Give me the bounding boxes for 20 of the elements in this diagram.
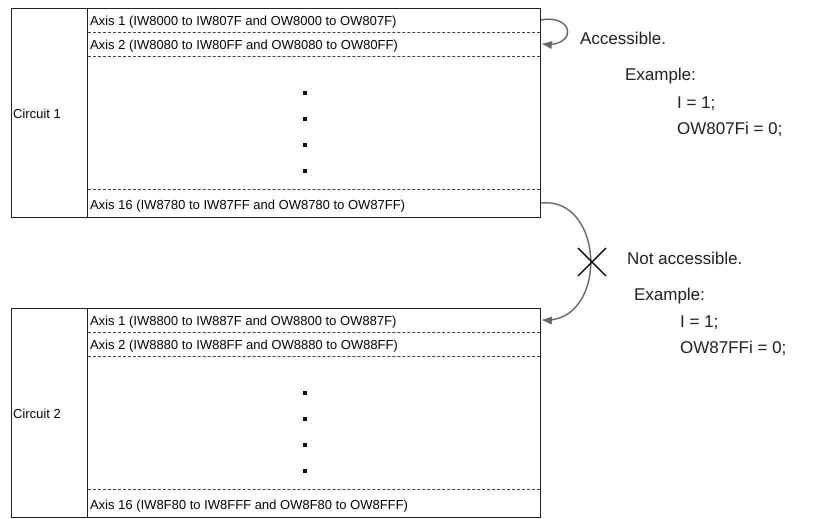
axis-range-text: Axis 16 (IW8F80 to IW8FFF and OW8F80 to OW8FFF)	[90, 498, 408, 511]
access-note: Not accessible.	[627, 250, 742, 267]
code-line: I = 1;	[677, 94, 716, 111]
axis-range-text: Axis 1 (IW8000 to IW807F and OW8000 to OW807F)	[90, 14, 396, 27]
axis-range-text: Axis 2 (IW8880 to IW88FF and OW8880 to OW88FF)	[90, 338, 398, 351]
circuit-block	[11, 8, 541, 218]
axis-range-text: Axis 1 (IW8800 to IW887F and OW8800 to OW887F)	[90, 314, 396, 327]
code-line: I = 1;	[680, 313, 718, 330]
axis-range-text: Axis 2 (IW8080 to IW80FF and OW8080 to OW80FF)	[90, 38, 398, 51]
access-note: Accessible.	[580, 30, 666, 47]
code-line: OW807Fi = 0;	[677, 120, 782, 137]
circuit-block	[11, 308, 541, 518]
example-heading: Example:	[625, 66, 696, 83]
example-heading: Example:	[634, 286, 705, 303]
curved-arrow	[540, 18, 568, 48]
code-line: OW87FFi = 0;	[680, 339, 786, 356]
curved-arrow	[540, 202, 592, 324]
circuit-name: Circuit 2	[12, 406, 61, 420]
circuit-name: Circuit 1	[12, 106, 61, 120]
axis-range-text: Axis 16 (IW8780 to IW87FF and OW8780 to OW87FF)	[90, 198, 405, 211]
